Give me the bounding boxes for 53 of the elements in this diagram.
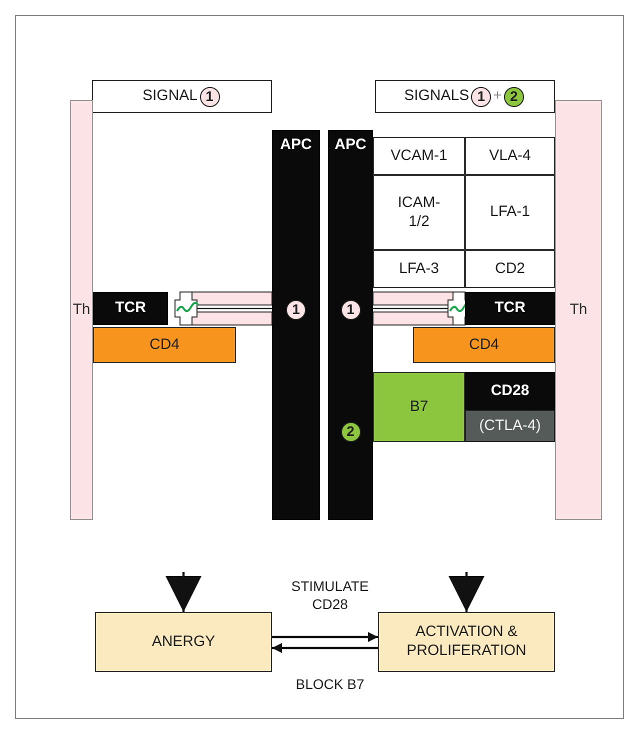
outcome-box xyxy=(95,612,272,672)
node-label: B7 xyxy=(410,398,428,416)
coreceptor-bar xyxy=(93,327,236,363)
signal-number-badge: 2 xyxy=(340,422,360,442)
node-label: CD2 xyxy=(494,260,525,278)
node-label: CD28 xyxy=(490,382,530,400)
t-cell-membrane xyxy=(555,100,602,520)
molecule-cell xyxy=(373,137,465,175)
node-label: TCR xyxy=(494,299,526,318)
node-label: TCR xyxy=(115,299,146,318)
node-label: ACTIVATION & PROLIFERATION xyxy=(406,623,528,661)
signal-header-box xyxy=(375,80,555,113)
receptor-bar xyxy=(465,372,555,410)
signal-header-box xyxy=(92,80,272,113)
molecule-cell xyxy=(373,175,465,250)
outcome-box xyxy=(378,612,555,672)
node-label: ICAM-1/2 xyxy=(396,194,442,232)
plus-sign: + xyxy=(493,87,502,106)
node-label: Th xyxy=(570,300,588,320)
node-label: LFA-1 xyxy=(490,203,530,222)
node-label: CD4 xyxy=(149,336,180,354)
pointer-arrow xyxy=(166,572,202,612)
node-label: LFA-3 xyxy=(398,260,440,278)
coreceptor-bar xyxy=(413,327,555,363)
node-label: CD4 xyxy=(468,336,499,354)
node-label: VCAM-1 xyxy=(390,146,448,166)
ligand-block xyxy=(373,372,465,442)
arrow xyxy=(272,643,378,653)
node-label: (CTLA-4) xyxy=(479,416,541,436)
signal-number-badge: 1 xyxy=(340,300,360,320)
signal-number-badge: 2 xyxy=(504,86,524,106)
arrow xyxy=(272,632,378,642)
apc-membrane xyxy=(328,130,373,520)
signal-number-badge: 1 xyxy=(286,300,306,320)
pointer-arrow xyxy=(448,572,484,612)
node-label: SIGNALS xyxy=(404,87,470,106)
node-label: APC xyxy=(280,136,312,155)
node-label: ANERGY xyxy=(152,632,216,652)
receptor-bar xyxy=(465,292,555,325)
t-cell-membrane xyxy=(70,100,93,520)
receptor-bar xyxy=(465,410,555,442)
molecule-cell xyxy=(465,175,555,250)
node-label: APC xyxy=(334,136,366,155)
node-label: SIGNAL xyxy=(142,87,198,106)
receptor-bar xyxy=(93,292,168,325)
molecule-cell xyxy=(373,250,465,288)
signal-number-badge: 1 xyxy=(471,86,492,106)
node-label: Th xyxy=(72,300,90,320)
molecule-cell xyxy=(465,250,555,288)
node-label: VLA-4 xyxy=(489,146,531,166)
apc-membrane xyxy=(272,130,320,520)
molecule-cell xyxy=(465,137,555,175)
signal-number-badge: 1 xyxy=(200,86,220,106)
